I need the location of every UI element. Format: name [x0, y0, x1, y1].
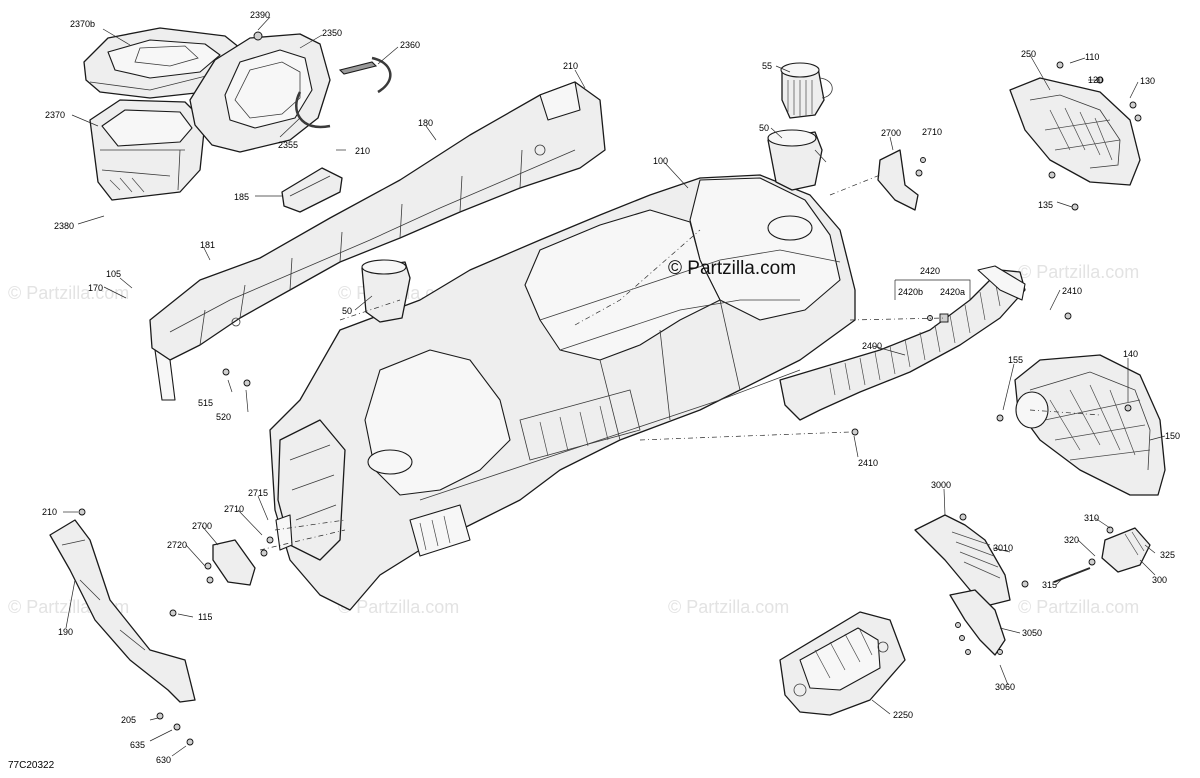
part-2370-storage-bin[interactable] — [89, 99, 206, 201]
callout-2420b[interactable]: 2420b — [898, 287, 924, 297]
part-3050-bracket[interactable] — [949, 589, 1006, 656]
copyright-label: © Partzilla.com — [668, 258, 797, 279]
callout-250[interactable]: 250 — [1021, 49, 1037, 59]
part-3000-handle-assembly[interactable] — [914, 513, 1029, 606]
leader-lines — [63, 16, 1166, 757]
callout-130[interactable]: 130 — [1140, 76, 1156, 86]
callout-185[interactable]: 185 — [234, 192, 250, 202]
callout-310[interactable]: 310 — [1084, 513, 1100, 523]
callout-2380[interactable]: 2380 — [54, 221, 75, 231]
callout-2420a[interactable]: 2420a — [940, 287, 966, 297]
callout-180[interactable]: 180 — [418, 118, 434, 128]
callout-2700[interactable]: 2700 — [192, 521, 213, 531]
callout-50[interactable]: 50 — [759, 123, 770, 133]
callout-2250[interactable]: 2250 — [893, 710, 914, 720]
part-190-support-bracket[interactable] — [49, 508, 196, 746]
callout-2700[interactable]: 2700 — [881, 128, 902, 138]
watermark: © Partzilla.com — [1018, 262, 1140, 282]
callout-315[interactable]: 315 — [1042, 580, 1058, 590]
watermark: © Partzilla.com — [1018, 597, 1140, 617]
callout-110[interactable]: 110 — [1085, 52, 1100, 62]
callout-105[interactable]: 105 — [106, 269, 122, 279]
callout-181[interactable]: 181 — [200, 240, 216, 250]
watermark: © Partzilla.com — [668, 597, 790, 617]
callout-155[interactable]: 155 — [1008, 355, 1024, 365]
callout-120[interactable]: 120 — [1088, 75, 1104, 85]
callout-210[interactable]: 210 — [563, 61, 579, 71]
callout-170[interactable]: 170 — [88, 283, 104, 293]
part-2400-rail[interactable] — [779, 265, 1072, 436]
part-50-cup-holder-left[interactable] — [361, 259, 411, 323]
callout-2710[interactable]: 2710 — [922, 127, 943, 137]
part-250-side-panel[interactable] — [1009, 61, 1142, 211]
part-2360-seal[interactable] — [295, 56, 392, 129]
part-100-dashboard-panel[interactable] — [269, 174, 856, 611]
watermark: © Partzilla.com — [338, 597, 460, 617]
callout-55[interactable]: 55 — [762, 61, 773, 71]
part-300-latch[interactable] — [1053, 526, 1151, 583]
callout-2355[interactable]: 2355 — [278, 140, 299, 150]
callout-320[interactable]: 320 — [1064, 535, 1080, 545]
callout-2710[interactable]: 2710 — [224, 504, 245, 514]
part-55-cup-insert[interactable] — [780, 62, 833, 119]
callout-2715[interactable]: 2715 — [248, 488, 269, 498]
callout-2400[interactable]: 2400 — [862, 341, 883, 351]
callout-520[interactable]: 520 — [216, 412, 232, 422]
callout-2420[interactable]: 2420 — [920, 266, 941, 276]
part-185-bracket[interactable] — [281, 167, 343, 213]
callout-210[interactable]: 210 — [355, 146, 371, 156]
callout-2410[interactable]: 2410 — [1062, 286, 1083, 296]
callout-2360[interactable]: 2360 — [400, 40, 421, 50]
callout-50[interactable]: 50 — [342, 306, 353, 316]
watermark: © Partzilla.com — [8, 283, 130, 303]
part-180-console-bracket[interactable] — [149, 81, 606, 401]
callout-515[interactable]: 515 — [198, 398, 214, 408]
callout-150[interactable]: 150 — [1165, 431, 1181, 441]
callout-2350[interactable]: 2350 — [322, 28, 343, 38]
part-150-side-panel[interactable] — [996, 354, 1166, 496]
callout-300[interactable]: 300 — [1152, 575, 1168, 585]
callout-100[interactable]: 100 — [653, 156, 669, 166]
callout-2370[interactable]: 2370 — [45, 110, 66, 120]
callout-3010[interactable]: 3010 — [993, 543, 1014, 553]
callout-210[interactable]: 210 — [42, 507, 58, 517]
callout-115[interactable]: 115 — [198, 612, 213, 622]
callout-2390[interactable]: 2390 — [250, 10, 271, 20]
callout-2370b[interactable]: 2370b — [70, 19, 96, 29]
drawing-code: 77C20322 — [8, 760, 55, 771]
callout-2410[interactable]: 2410 — [858, 458, 879, 468]
callout-2720[interactable]: 2720 — [167, 540, 188, 550]
callout-3000[interactable]: 3000 — [931, 480, 952, 490]
callout-140[interactable]: 140 — [1123, 349, 1139, 359]
callout-635[interactable]: 635 — [130, 740, 146, 750]
callout-135[interactable]: 135 — [1038, 200, 1054, 210]
part-2700-bracket-right[interactable] — [877, 149, 926, 211]
part-2250-switch-panel[interactable] — [779, 611, 906, 716]
part-50-cup-holder-right[interactable] — [767, 129, 827, 191]
callout-630[interactable]: 630 — [156, 755, 172, 765]
callout-3060[interactable]: 3060 — [995, 682, 1016, 692]
callout-3050[interactable]: 3050 — [1022, 628, 1043, 638]
callout-325[interactable]: 325 — [1160, 550, 1176, 560]
callout-205[interactable]: 205 — [121, 715, 137, 725]
callout-190[interactable]: 190 — [58, 627, 74, 637]
